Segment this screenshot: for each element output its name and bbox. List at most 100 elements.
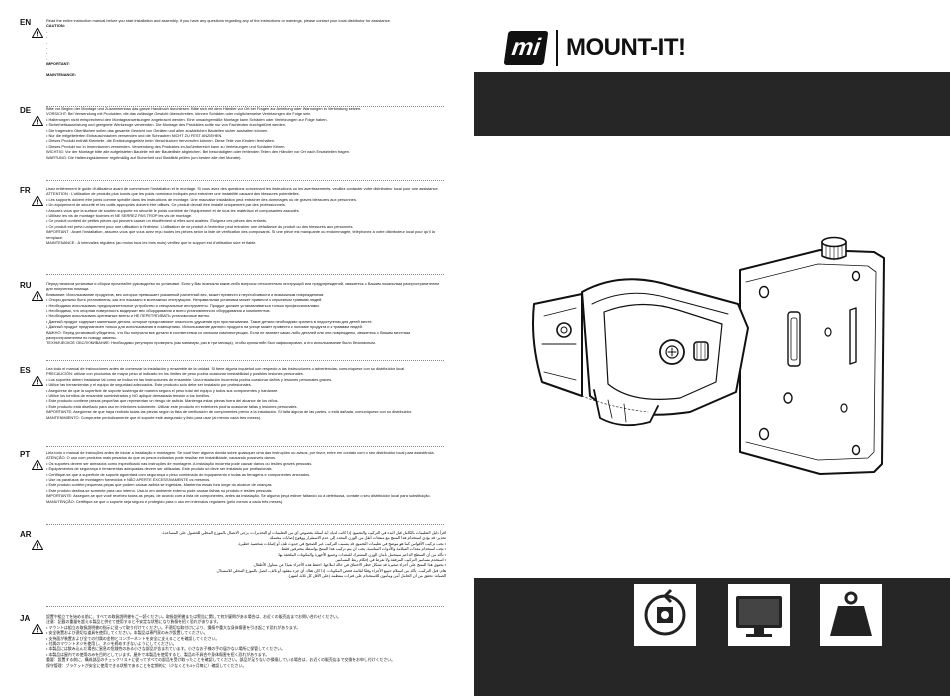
title-band xyxy=(474,72,950,136)
paragraph: • Halterungen nicht entsprechend den Mon… xyxy=(46,116,328,122)
monitor-icon xyxy=(728,584,790,646)
paragraph: • 支持面が装置および全ての付属の金物とコンポーネントを安全に支えることを確認し… xyxy=(46,635,220,641)
paragraph: ATENÇÃO: O uso com produtos mais pesados… xyxy=(46,455,277,461)
section-en: EN Read the entire instruction manual be… xyxy=(0,18,452,113)
weight-capacity-icon xyxy=(820,584,882,646)
paragraph: • Die tragenden Oberflächen sollen das g… xyxy=(46,127,269,133)
paragraph: • Необходимо использовать предохранитель… xyxy=(46,302,320,308)
language-code: RU xyxy=(20,281,32,290)
caution-item: - xyxy=(46,50,48,56)
paragraph: IMPORTANTE: Assegure-se que você recebeu… xyxy=(46,493,431,499)
language-code: EN xyxy=(20,18,32,27)
paragraph: • Les supports doivent être joints comme… xyxy=(46,196,357,202)
paragraph: • Equipamentos de segurança e ferramenta… xyxy=(46,466,273,472)
section-body: اقرأ دليل التعليمات بالكامل قبل البدء في… xyxy=(46,530,446,602)
paragraph: • Опоры должны быть установлены, как это… xyxy=(46,297,323,303)
warning-triangle-icon xyxy=(32,460,43,470)
section-body: Lea todo el manual de instrucciones ante… xyxy=(46,366,446,442)
paragraph: MANTENIMIENTO: Compruebe periódicamente … xyxy=(46,414,262,420)
paragraph: • Ce produit est prévu uniquement pour u… xyxy=(46,223,354,229)
intro-text: Read the entire instruction manual befor… xyxy=(46,18,391,23)
logo-divider xyxy=(556,30,558,66)
paragraph: • Utilice los tornillos de ensamble sumi… xyxy=(46,393,211,399)
section-divider xyxy=(46,180,444,181)
logo-mark: mi xyxy=(503,31,549,65)
warning-triangle-icon xyxy=(32,196,43,206)
paragraph: • Certifique-se que a superfície de supo… xyxy=(46,471,311,477)
section-pt: PT Leia todo o manual de instruções ante… xyxy=(0,450,452,528)
paragraph: 保守管理：ブラケットが安全に使用できる状態であることを定期的に（少なくとも3ヶ月… xyxy=(46,662,247,668)
paragraph: Внимание: Использование продуктов, вес к… xyxy=(46,291,325,297)
section-ru: RU Перед началом установки и сборки проч… xyxy=(0,281,452,361)
section-de: DE Bitte vor Beginn der Montage und Zusa… xyxy=(0,106,452,181)
language-code: FR xyxy=(20,186,31,195)
section-divider xyxy=(46,606,444,607)
paragraph: • Este produto destina-se somente para u… xyxy=(46,487,273,493)
section-body: Lisez entièrement le guide d'utilisateur… xyxy=(46,186,446,268)
caution-item: - xyxy=(46,34,48,40)
paragraph: • Un équipement de sécurité et les outil… xyxy=(46,202,286,208)
paragraph: Bitte vor Beginn der Montage und Zusamme… xyxy=(46,106,362,111)
paragraph: • Необходимо, что опорная поверхность вы… xyxy=(46,308,271,314)
paragraph: WICHTIG: Vor der Montage bitte alle aufg… xyxy=(46,149,351,155)
paragraph: Leia todo o manual de instruções antes d… xyxy=(46,450,435,455)
paragraph: • Utilisez les vis de montage fournies e… xyxy=(46,213,193,219)
paragraph: VORSICHT: Bei Verwendung mit Produkten, … xyxy=(46,111,312,117)
paragraph: MAINTENANCE : À intervalles réguliers (a… xyxy=(46,240,257,246)
paragraph: • Use os parafusos de montagem fornecido… xyxy=(46,477,211,483)
language-code: AR xyxy=(20,530,32,539)
paragraph: • تأكد من أن السطح الداعم سيتحمل بأمان ا… xyxy=(277,551,446,557)
paragraph: • Os suportes devem ser anexados como es… xyxy=(46,460,313,466)
paragraph: • Ce produit contient de petites pièces … xyxy=(46,218,268,224)
language-code: ES xyxy=(20,366,31,375)
paragraph: IMPORTANTE: Asegúrese de que haya recibi… xyxy=(46,409,413,415)
logo-wordmark: MOUNT-IT! xyxy=(566,34,686,61)
paragraph: 重要：設置する前に、構成部品のチェックリストに従ってすべての部品を受け取ったこと… xyxy=(46,657,396,663)
paragraph: WARTUNG: Die Halterungsklammer regelmäßi… xyxy=(46,154,242,160)
paragraph: • Dieses Produkt nur in Innenräumen verw… xyxy=(46,143,286,149)
instruction-column: EN Read the entire instruction manual be… xyxy=(0,0,452,696)
paragraph: • Необходимо использовать крепежные винт… xyxy=(46,313,211,319)
paragraph: ТЕХНИЧЕСКОЕ ОБСЛУЖИВАНИЕ: Необходимо рег… xyxy=(46,340,376,346)
paragraph: الصيانة: تحقق من أن الحامل آمن ومأمون لل… xyxy=(287,573,446,579)
language-code: PT xyxy=(20,450,31,459)
caution-item: - xyxy=(46,28,48,34)
warning-triangle-icon xyxy=(32,540,43,550)
caution-item: - xyxy=(46,45,48,51)
paragraph: • Данный продукт предназначен только для… xyxy=(46,324,363,330)
paragraph: • 本製品は屋内での使用のみを目的としています。屋外で本製品を使用すると、製品の… xyxy=(46,651,270,657)
section-es: ES Lea todo el manual de instrucciones a… xyxy=(0,366,452,447)
paragraph: • Este producto está diseñado para uso e… xyxy=(46,403,298,409)
paragraph: • Данный продукт содержит маленькие дета… xyxy=(46,318,373,324)
paragraph: • マウントは組立の取扱説明書の指示に従って取り付けてください。不適切な取付けに… xyxy=(46,624,301,630)
paragraph: • يجب استخدام معدات السلامة والأدوات الم… xyxy=(280,546,446,552)
brand-logo: mi MOUNT-IT! xyxy=(503,28,686,68)
section-body: Leia todo o manual de instruções antes d… xyxy=(46,450,446,522)
section-divider xyxy=(46,524,444,525)
paragraph: • Utilice las herramientas y el equipo d… xyxy=(46,382,252,388)
section-body: Read the entire instruction manual befor… xyxy=(46,18,446,94)
paragraph: • استخدم مسامير التركيب المرفقة ولا تفرط… xyxy=(334,557,446,563)
section-ar: AR اقرأ دليل التعليمات بالكامل قبل البدء… xyxy=(0,530,452,607)
maintenance-label: MAINTENANCE: xyxy=(46,72,77,78)
section-divider xyxy=(46,360,444,361)
paragraph: 設置や組立てを始める前に、すべての取扱説明書をご一読ください。取扱説明書または警… xyxy=(46,614,341,619)
warning-triangle-icon xyxy=(32,376,43,386)
important-label: IMPORTANT: xyxy=(46,61,70,67)
footer-band xyxy=(474,578,950,696)
section-divider xyxy=(46,274,444,275)
section-ja: JA 設置や組立てを始める前に、すべての取扱説明書をご一読ください。取扱説明書ま… xyxy=(0,614,452,692)
section-divider xyxy=(46,106,444,107)
paragraph: • يحتوي هذا المنتج على أجزاء صغيرة قد تش… xyxy=(252,562,446,568)
paragraph: • Assurez-vous que la surface de soutien… xyxy=(46,207,300,213)
section-divider xyxy=(46,446,444,447)
paragraph: تحذير: قد يؤدي استخدام هذا المنتج مع منت… xyxy=(268,535,446,541)
paragraph: • 本製品には飲み込んだ場合に窒息の危険性のある小さな部品が含まれています。小さ… xyxy=(46,646,286,652)
paragraph: • Sicherheitsausrüstung und geeignete We… xyxy=(46,122,287,128)
warning-triangle-icon xyxy=(32,291,43,301)
warning-triangle-icon xyxy=(32,624,43,634)
monitor-mount-illustration xyxy=(532,236,885,475)
caution-item: - xyxy=(46,39,48,45)
paragraph: • يجب تركيب الأقواس كما هو موضح في تعليم… xyxy=(237,540,446,546)
paragraph: Lea todo el manual de instrucciones ante… xyxy=(46,366,406,371)
